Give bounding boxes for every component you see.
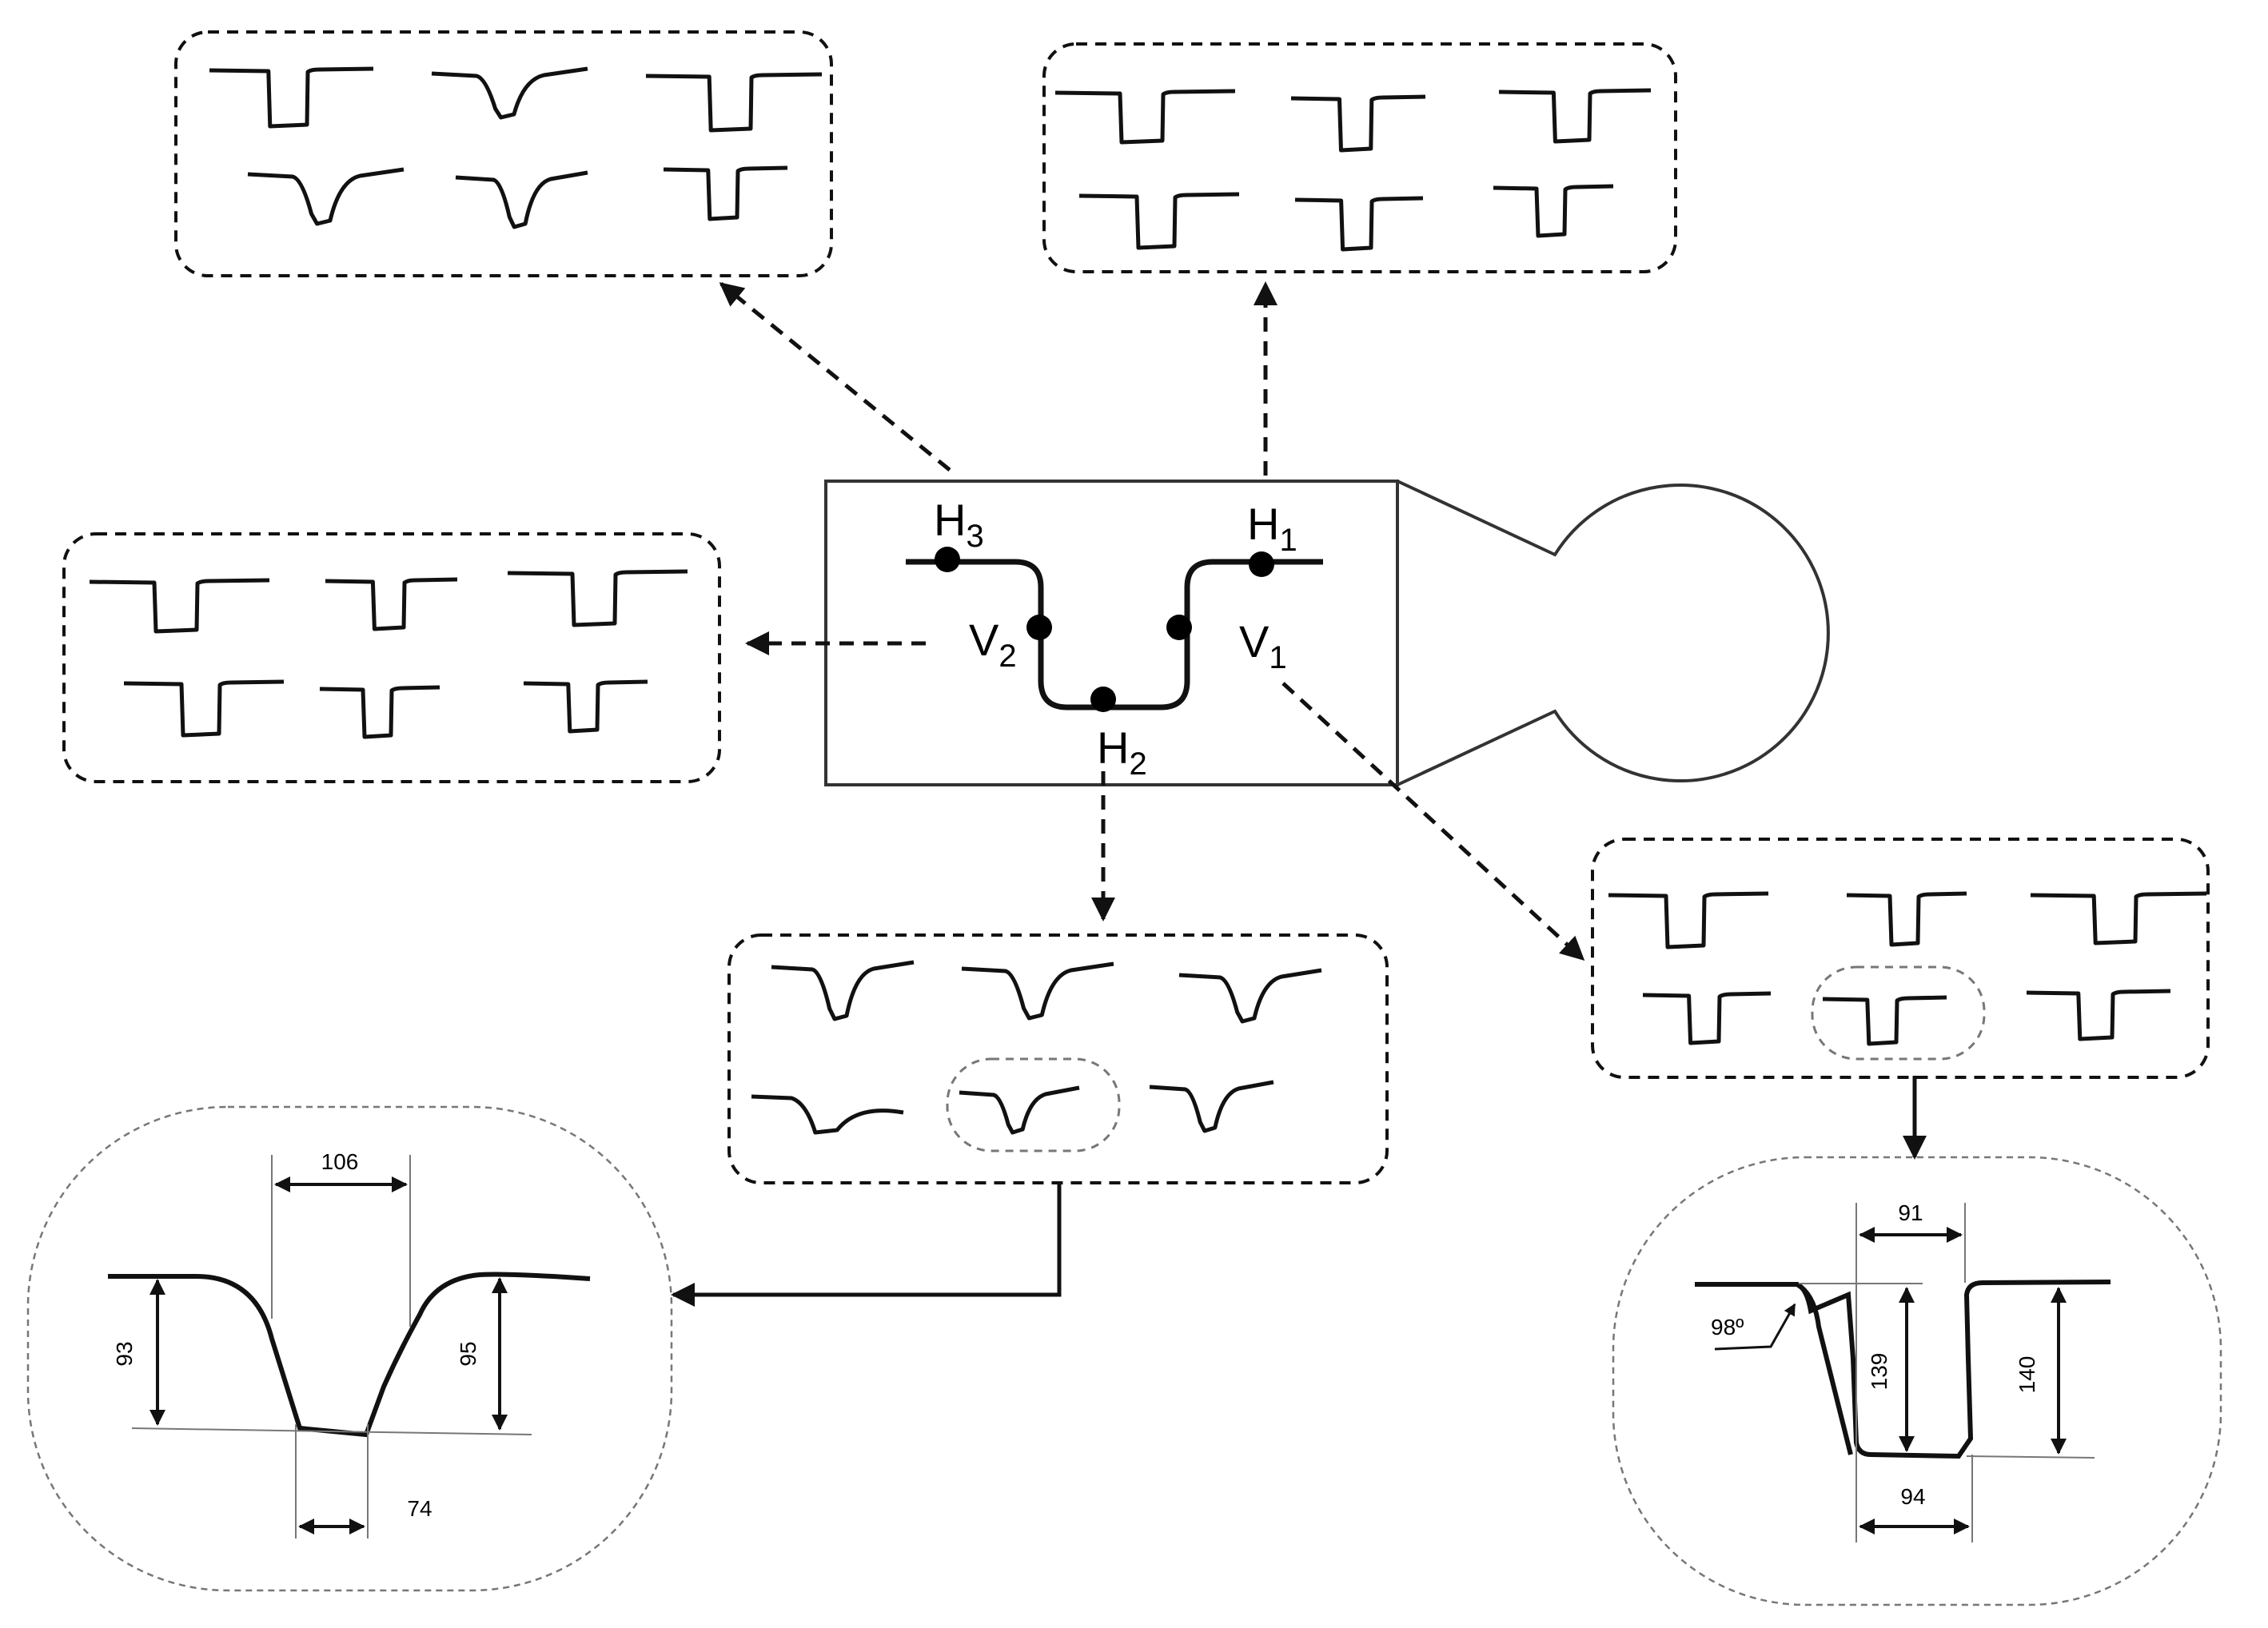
specimen: H3 H1 V2 V1 H2	[824, 480, 1830, 786]
highlight-oval-v1	[1811, 965, 1986, 1061]
groove-profile	[906, 559, 1323, 711]
sample-curve	[1149, 1080, 1274, 1133]
marker-h1	[1249, 551, 1274, 577]
sample-curve	[961, 961, 1114, 1021]
sample-curve	[1608, 891, 1769, 949]
sample-curve	[1493, 184, 1614, 238]
sample-curve	[209, 66, 374, 129]
sample-curve	[89, 578, 270, 634]
label-h1: H1	[1247, 499, 1297, 558]
sample-curve	[2026, 989, 2171, 1041]
detail-h2-outline	[26, 1105, 673, 1592]
detail-v1: 91 94 139 140 98º	[1612, 1156, 2222, 1606]
sample-curves	[89, 66, 2207, 1135]
highlight-ovals	[946, 965, 1986, 1152]
samples-box-h1	[1042, 42, 1677, 273]
dim-v1-bottom-width: 94	[1900, 1484, 1925, 1509]
label-h3: H3	[934, 495, 984, 554]
sample-curve	[1846, 891, 1967, 947]
sample-curve	[1294, 196, 1424, 252]
dim-v1-top-width: 91	[1898, 1200, 1923, 1225]
sample-curve	[507, 569, 688, 627]
sample-curve	[771, 960, 915, 1021]
marker-v2	[1026, 615, 1052, 640]
dashed-arrow-h3	[719, 282, 951, 472]
sample-curve	[1822, 995, 1947, 1046]
sample-curve	[2030, 891, 2207, 945]
dim-v1-right-depth: 140	[2015, 1356, 2039, 1394]
detail-v1-guide	[1966, 1455, 2095, 1459]
detail-h2-guide	[131, 1427, 532, 1435]
samples-box-h3	[174, 30, 833, 277]
solid-arrows	[671, 1076, 1927, 1307]
sample-curve	[959, 1085, 1080, 1135]
dashed-arrow-v1	[1281, 682, 1585, 961]
specimen-neck-and-head	[1397, 480, 1830, 786]
marker-h3	[935, 547, 960, 572]
sample-curve	[1290, 94, 1426, 153]
sample-curve	[247, 167, 405, 226]
label-v2: V2	[969, 615, 1017, 674]
sample-curve	[1498, 88, 1652, 144]
samples-box-v2	[62, 532, 721, 783]
label-v1: V1	[1239, 616, 1287, 675]
dim-h2-right-depth: 95	[456, 1341, 480, 1366]
dim-h2-bottom-width: 74	[407, 1496, 432, 1521]
sample-curve	[319, 685, 440, 739]
detail-v1-profile	[1695, 1280, 2111, 1459]
sample-boxes	[62, 30, 2210, 1184]
dim-h2-top-width: 106	[321, 1149, 359, 1174]
dim-v1-wall-angle: 98º	[1711, 1315, 1744, 1339]
angle-leader	[1714, 1303, 1796, 1351]
dashed-arrows	[719, 281, 1585, 961]
sample-curve	[123, 679, 285, 738]
detail-v1-outline	[1612, 1156, 2222, 1606]
sample-curve	[455, 170, 588, 229]
sample-curve	[523, 679, 648, 734]
sample-curve	[431, 66, 588, 120]
sample-curve	[751, 1094, 904, 1135]
detail-v1-wall	[1796, 1282, 1853, 1455]
sample-curve	[1054, 89, 1236, 145]
sample-curve	[1078, 192, 1240, 250]
detail-h2: 106 74 93 95	[26, 1105, 673, 1592]
sample-curve	[1642, 991, 1772, 1045]
dim-v1-left-depth: 139	[1867, 1353, 1891, 1391]
sample-curve	[663, 165, 788, 221]
sample-curve	[1178, 968, 1322, 1024]
sample-curve	[645, 72, 823, 133]
highlight-oval-h2	[946, 1057, 1121, 1152]
samples-box-h2	[727, 933, 1389, 1184]
detail-h2-profile	[108, 1272, 591, 1438]
dim-h2-left-depth: 93	[112, 1341, 137, 1366]
marker-v1	[1166, 615, 1192, 640]
specimen-body	[824, 480, 1399, 786]
label-h2: H2	[1097, 722, 1147, 782]
solid-arrow-h2-detail	[671, 1184, 1062, 1307]
samples-box-v1	[1591, 838, 2210, 1079]
marker-h2	[1090, 687, 1116, 712]
sample-curve	[325, 577, 458, 631]
